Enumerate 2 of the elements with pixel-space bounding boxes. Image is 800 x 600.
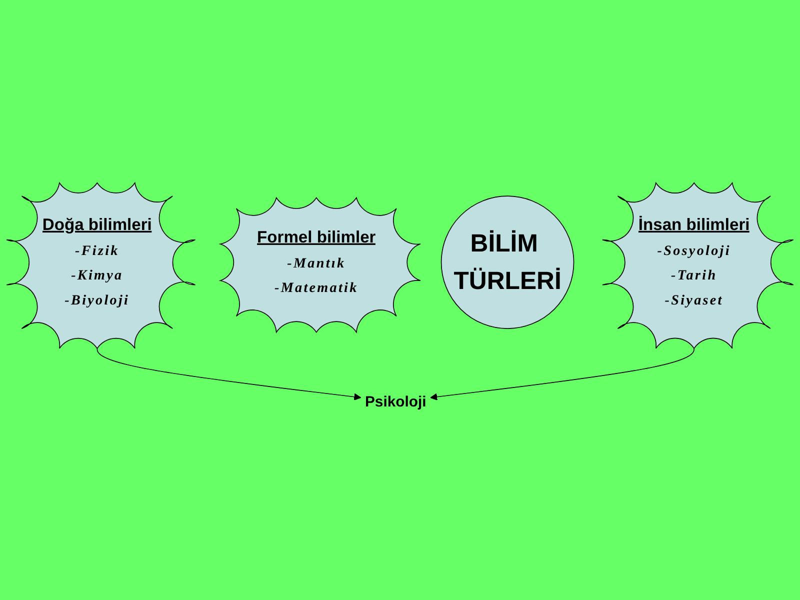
node-text: Psikoloji — [364, 393, 426, 410]
node-circle: BİLİM TÜRLERİ — [440, 196, 574, 329]
